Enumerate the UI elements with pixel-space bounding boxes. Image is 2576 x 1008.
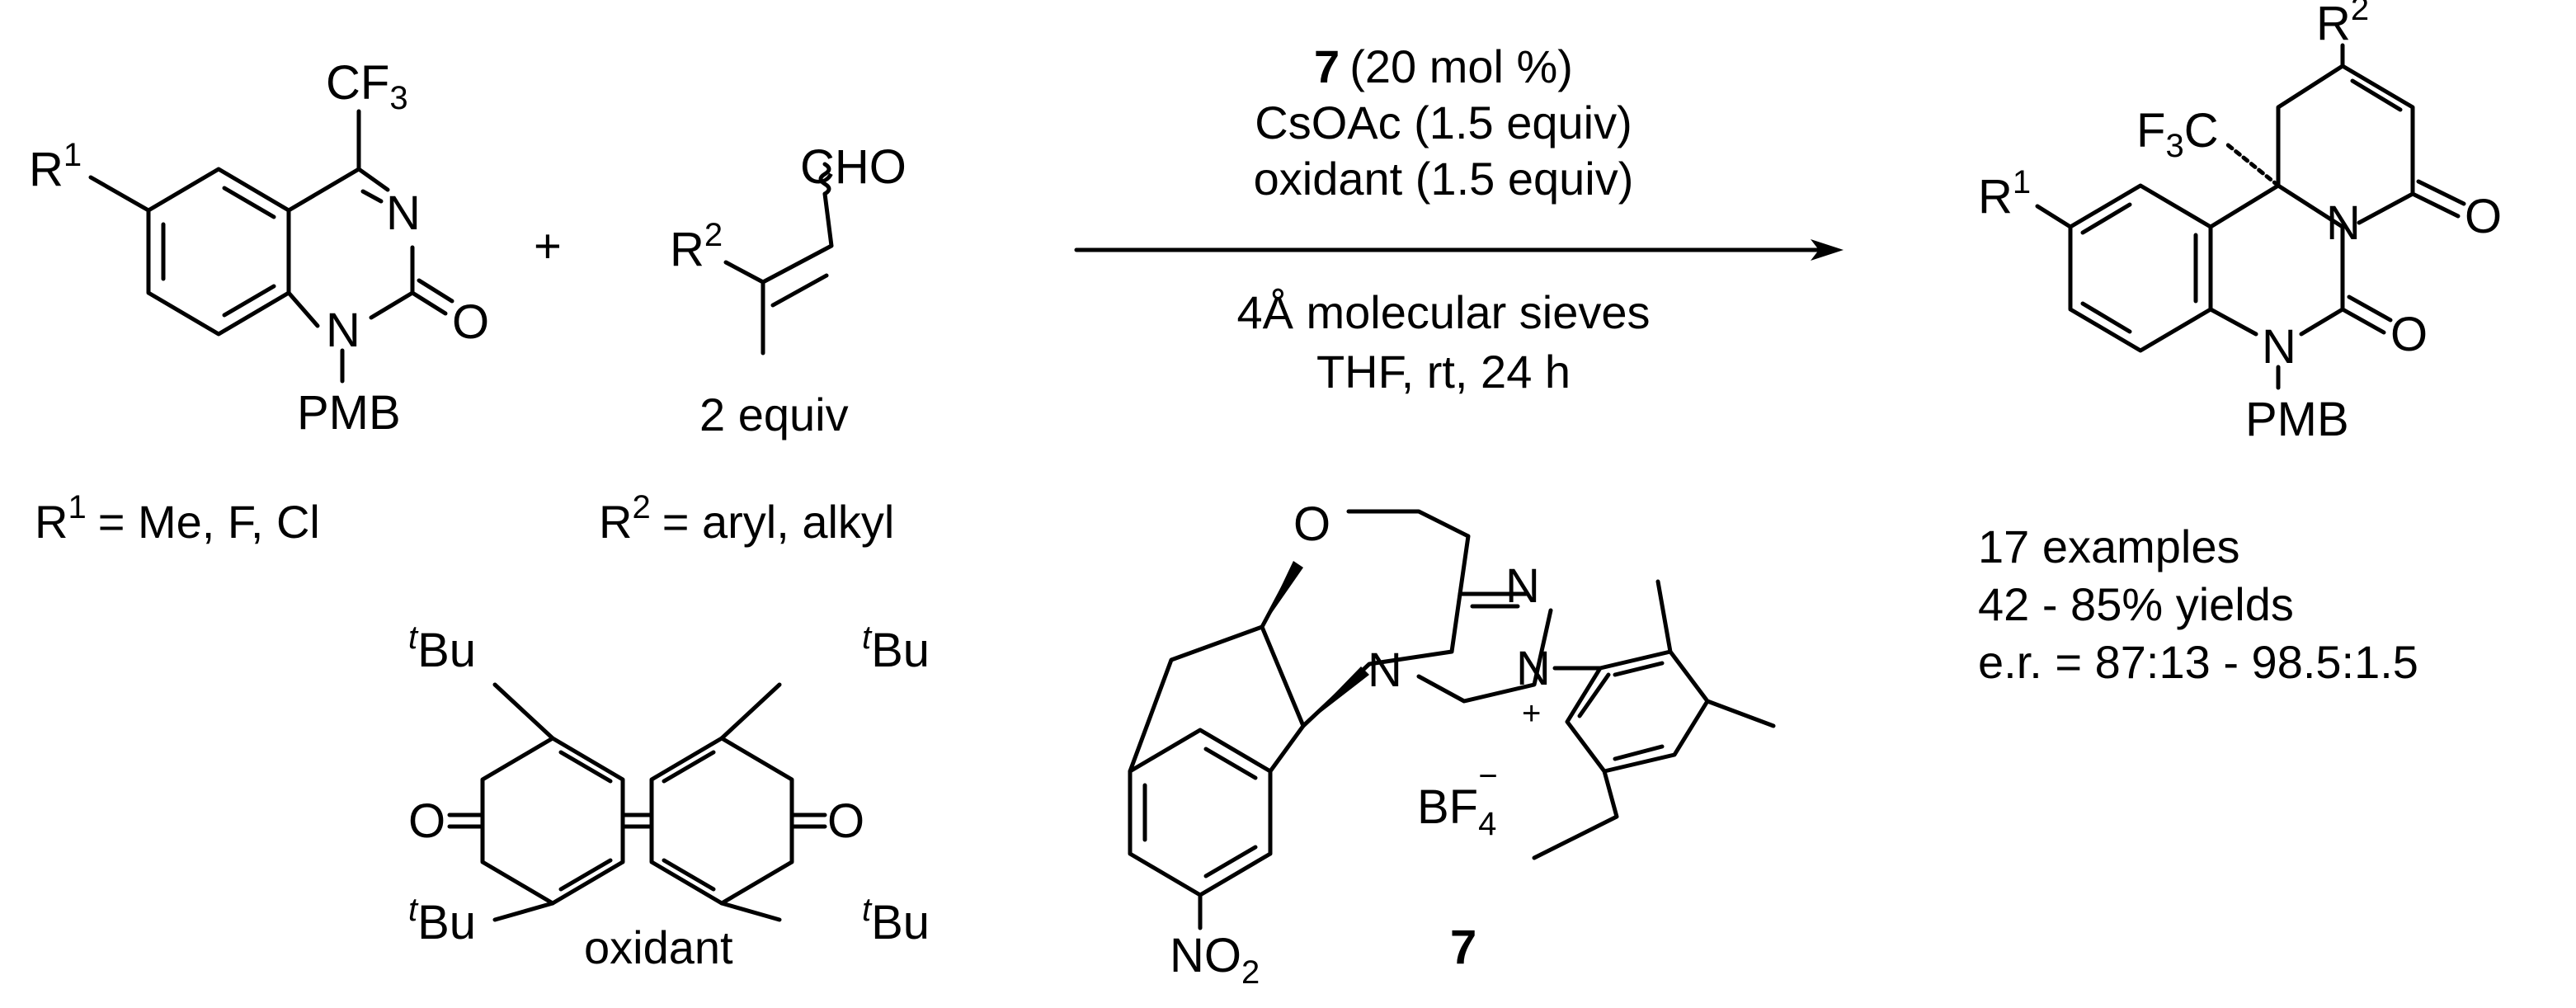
catalyst-o-label: O [1293,497,1330,551]
oxidant-tbu-top-right: tBu [862,619,930,677]
reagent-quinazolinone: CF3 R1 N N O PMB R1= Me, F, Cl [29,56,489,548]
catalyst-plus-charge: + [1522,695,1541,732]
oxidant-name-label: oxidant [584,921,733,973]
product-cf3-bond [2225,142,2281,188]
oxidant-tbu-top-left: tBu [408,619,476,677]
catalyst-7-structure: O N N N + BF4− NO2 7 [1128,497,1776,991]
catalyst-n-top-label: N [1505,559,1540,613]
enal-r2-bond [723,260,765,285]
oxidant-left-ring [480,736,625,906]
oxidant-carbonyl-bonds [447,813,827,829]
product-yields: 42 - 85% yields [1978,578,2294,630]
oxidant-structure: O O tBu tBu tBu tBu oxidant [408,619,930,973]
oxidant-tbu-bonds [492,682,782,922]
product-benzene-double-bonds [2080,202,2198,334]
product-r1-label: R1 [1978,164,2031,224]
oxidant-o-left-label: O [408,794,445,848]
plus-sign: + [534,219,562,273]
catalyst-wedge-bottom [1303,667,1369,726]
oxidant-right-ring [649,736,794,906]
product-benzene-ring [2068,183,2213,353]
enal-wavy-bond [818,162,831,196]
reagent1-r1-label: R1 [29,137,82,196]
product-quinazolinone-ring [2208,183,2345,337]
catalyst-mesityl-double-bonds [1577,661,1665,761]
catalyst-benzene-ring [1128,728,1273,897]
oxidant-tbu-bottom-right: tBu [862,892,930,949]
product-er: e.r. = 87:13 - 98.5:1.5 [1978,636,2418,688]
enal-bonds [761,191,834,356]
reagent1-benzene-ring [146,167,291,337]
reagent1-pmb-label: PMB [297,386,401,440]
product-cf3-label: F3C [2136,104,2219,164]
product-o-lower-label: O [2390,308,2428,361]
condition-additive: 4Å molecular sieves [1236,286,1650,338]
product-n-pmb-label: N [2262,320,2296,374]
oxidant-tbu-bottom-left: tBu [408,892,476,949]
reagent1-carbonyl-o-label: O [452,295,489,349]
condition-solvent: THF, rt, 24 h [1316,346,1571,398]
oxidant-right-ring-double-bonds [662,750,716,892]
catalyst-counterion-label: BF4− [1417,758,1498,842]
reagent1-n3-label: N [386,186,421,240]
reagent1-r1-bond [88,175,151,213]
oxidant-left-ring-double-bonds [558,750,613,892]
catalyst-n-plus-label: N [1516,642,1551,695]
reagent1-scope-label: R1= Me, F, Cl [35,489,320,548]
catalyst-indane-ring [1128,624,1306,774]
product-o-upper-label: O [2465,190,2502,243]
oxidant-o-right-label: O [827,794,864,848]
product-examples: 17 examples [1978,520,2240,572]
reagent1-carbonyl-bond [410,278,454,316]
reagent-enal: CHO R2 2 equiv R2= aryl, alkyl [599,140,907,548]
enal-equiv-label: 2 equiv [699,389,849,440]
catalyst-mesityl-ring [1532,579,1776,860]
product-carbonyl-lower [2340,294,2393,335]
catalyst-n-left-label: N [1368,643,1402,697]
reaction-conditions: 7(20 mol %) CsOAc (1.5 equiv) oxidant (1… [1074,40,1844,398]
product-r2-label: R2 [2316,0,2369,50]
catalyst-wedge-top [1262,561,1303,627]
catalyst-triazolium-ring [1416,591,1553,704]
reagent1-cn-double-bond [360,189,384,204]
reaction-arrow-head [1811,239,1844,261]
condition-catalyst: 7(20 mol %) [1314,40,1573,92]
condition-base: CsOAc (1.5 equiv) [1255,97,1632,148]
product-r1-bond [2035,204,2073,229]
product-ring-double-bonds [2350,78,2466,219]
catalyst-id-label: 7 [1450,921,1476,974]
catalyst-benzene-double-bonds [1142,747,1258,878]
enal-cho-label: CHO [800,140,907,194]
reagent1-benzene-double-bonds [161,186,276,318]
product-pyridinone-ring [2276,64,2415,225]
product-n-imide-label: N [2326,196,2361,250]
product-structure: R2 F3C R1 O N O N PMB 17 examples 42 - 8… [1978,0,2502,688]
condition-oxidant: oxidant (1.5 equiv) [1254,153,1634,205]
enal-scope-label: R2= aryl, alkyl [599,489,894,548]
catalyst-nitro-label: NO2 [1170,929,1260,991]
enal-r2-label: R2 [670,217,723,276]
product-pmb-label: PMB [2245,393,2349,446]
reagent1-n1-label: N [326,304,360,357]
reagent1-cf3-label: CF3 [326,56,408,116]
oxidant-central-double-bond [620,813,654,829]
